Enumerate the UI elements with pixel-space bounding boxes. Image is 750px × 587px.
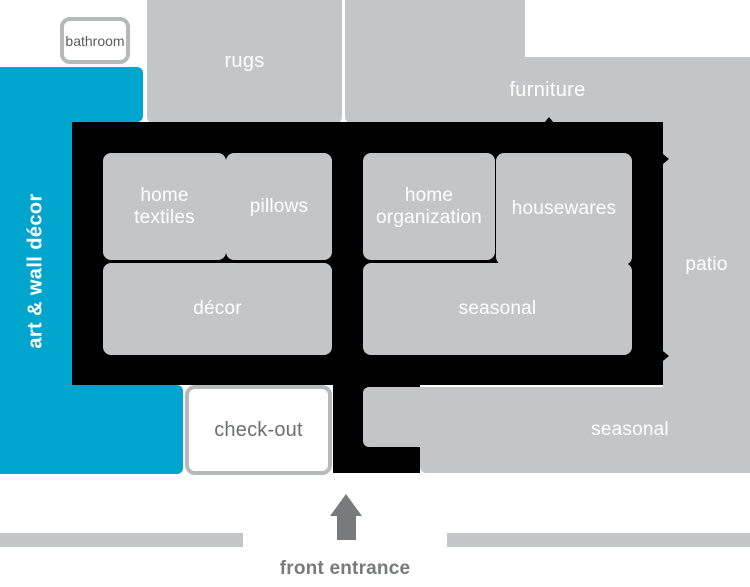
patio-label: patio (685, 254, 728, 276)
entrance-wall-left (0, 533, 243, 547)
front-entrance-label: front entrance (279, 558, 411, 579)
area-bathroom: bathroom (60, 17, 130, 64)
rugs-label: rugs (224, 50, 265, 72)
seasonal-outer-label: seasonal (591, 419, 669, 441)
bathroom-label: bathroom (65, 32, 125, 49)
home-organization-label: home organization (376, 185, 482, 228)
furniture-doorway-notch-icon (544, 117, 554, 123)
housewares-label: housewares (511, 198, 617, 220)
home-textiles-label: home textiles (134, 185, 195, 228)
area-home-textiles: home textiles (103, 153, 226, 260)
patio-doorway-notch-icon (663, 154, 669, 164)
art-wall-decor-label: art & wall décor (24, 193, 47, 349)
area-checkout: check-out (185, 385, 332, 475)
checkout-label: check-out (214, 418, 303, 441)
area-rugs: rugs (147, 0, 342, 123)
decor-label: décor (193, 298, 242, 320)
furniture-label: furniture (509, 78, 586, 101)
area-seasonal-outer: seasonal (420, 387, 750, 473)
up-arrow-shaft (337, 514, 356, 540)
pillows-label: pillows (249, 195, 309, 217)
area-decor: décor (103, 263, 332, 355)
up-arrow-icon (330, 494, 362, 516)
area-art-wall-decor-bottom (0, 385, 183, 474)
area-seasonal-inner: seasonal (363, 263, 632, 355)
area-seasonal-outer-stub (363, 387, 423, 447)
patio-doorway-notch-icon (663, 351, 669, 361)
area-home-organization: home organization (363, 153, 495, 260)
seasonal-inner-label: seasonal (458, 298, 537, 320)
area-pillows: pillows (226, 153, 332, 260)
area-housewares: housewares (496, 153, 632, 265)
entrance-wall-right (447, 533, 750, 547)
